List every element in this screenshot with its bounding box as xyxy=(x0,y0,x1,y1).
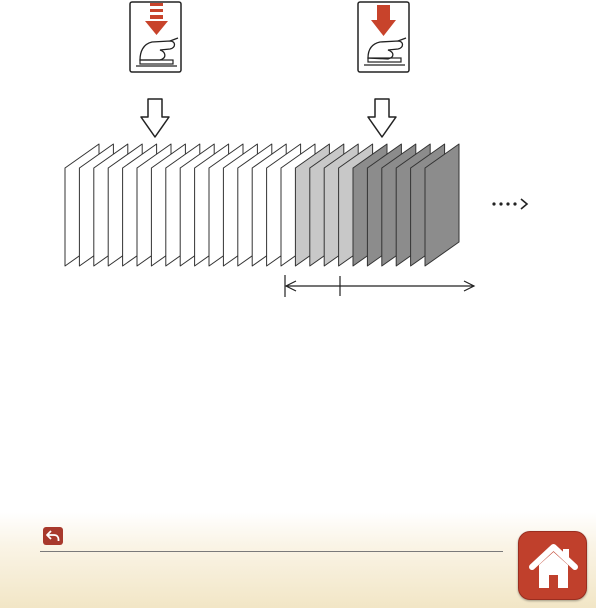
shutter-half-press-icon xyxy=(130,2,181,72)
footer-bar xyxy=(0,512,596,608)
back-icon xyxy=(43,527,63,545)
back-button[interactable] xyxy=(43,527,63,545)
frame-capture-diagram xyxy=(0,0,596,512)
down-arrow-icon xyxy=(141,99,169,137)
down-arrow-icon xyxy=(368,99,396,137)
continue-dots-icon xyxy=(492,199,527,209)
shutter-full-press-icon xyxy=(358,2,409,72)
home-icon xyxy=(519,532,588,601)
frame-stack xyxy=(65,144,459,266)
footer-divider xyxy=(40,551,503,552)
home-button[interactable] xyxy=(518,531,587,600)
timeline-arrow-icon xyxy=(285,275,474,297)
